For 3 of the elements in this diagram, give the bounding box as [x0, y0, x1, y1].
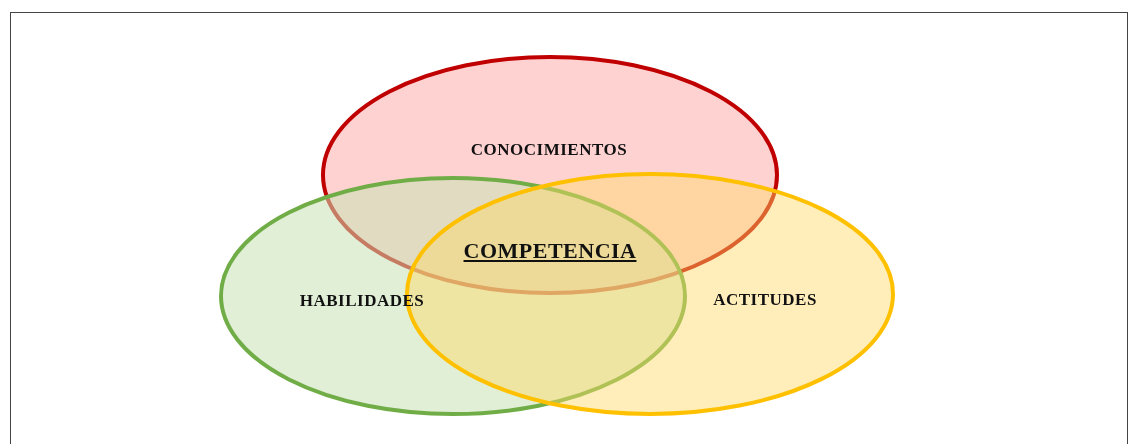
set-label: ACTITUDES: [713, 290, 817, 310]
intersection-label: COMPETENCIA: [463, 238, 637, 264]
set-label: CONOCIMIENTOS: [470, 140, 628, 160]
